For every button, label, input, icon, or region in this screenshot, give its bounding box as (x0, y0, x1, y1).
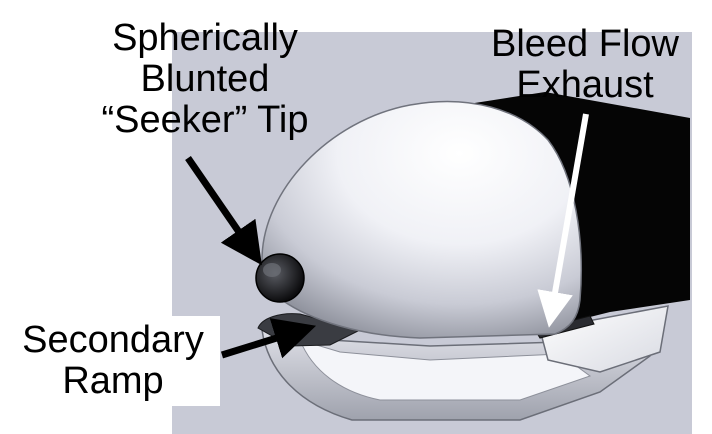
seeker-tip (255, 253, 305, 303)
ramp-label-line-1: Secondary (22, 319, 204, 361)
seeker-tip-label-line-1: Spherically (112, 17, 298, 59)
bleed-label-line-2: Exhaust (516, 64, 654, 106)
secondary-ramp-label: Secondary Ramp (6, 316, 220, 406)
bleed-flow-exhaust-label: Bleed Flow Exhaust (470, 24, 700, 106)
side-panel (539, 305, 669, 373)
tip-pointer-arrow (185, 156, 262, 266)
bleed-pointer-arrow (537, 113, 589, 328)
bleed-label-line-1: Bleed Flow (491, 23, 679, 65)
seeker-tip-label-line-2: Blunted (140, 58, 270, 100)
seeker-tip-label: Spherically Blunted “Seeker” Tip (60, 18, 350, 141)
seeker-tip-highlight (263, 263, 281, 277)
ramp-pointer-arrow (220, 318, 317, 359)
forebody-nose-cone (260, 100, 582, 339)
ramp-label-line-2: Ramp (62, 360, 164, 402)
seeker-tip-label-line-3: “Seeker” Tip (101, 99, 309, 141)
